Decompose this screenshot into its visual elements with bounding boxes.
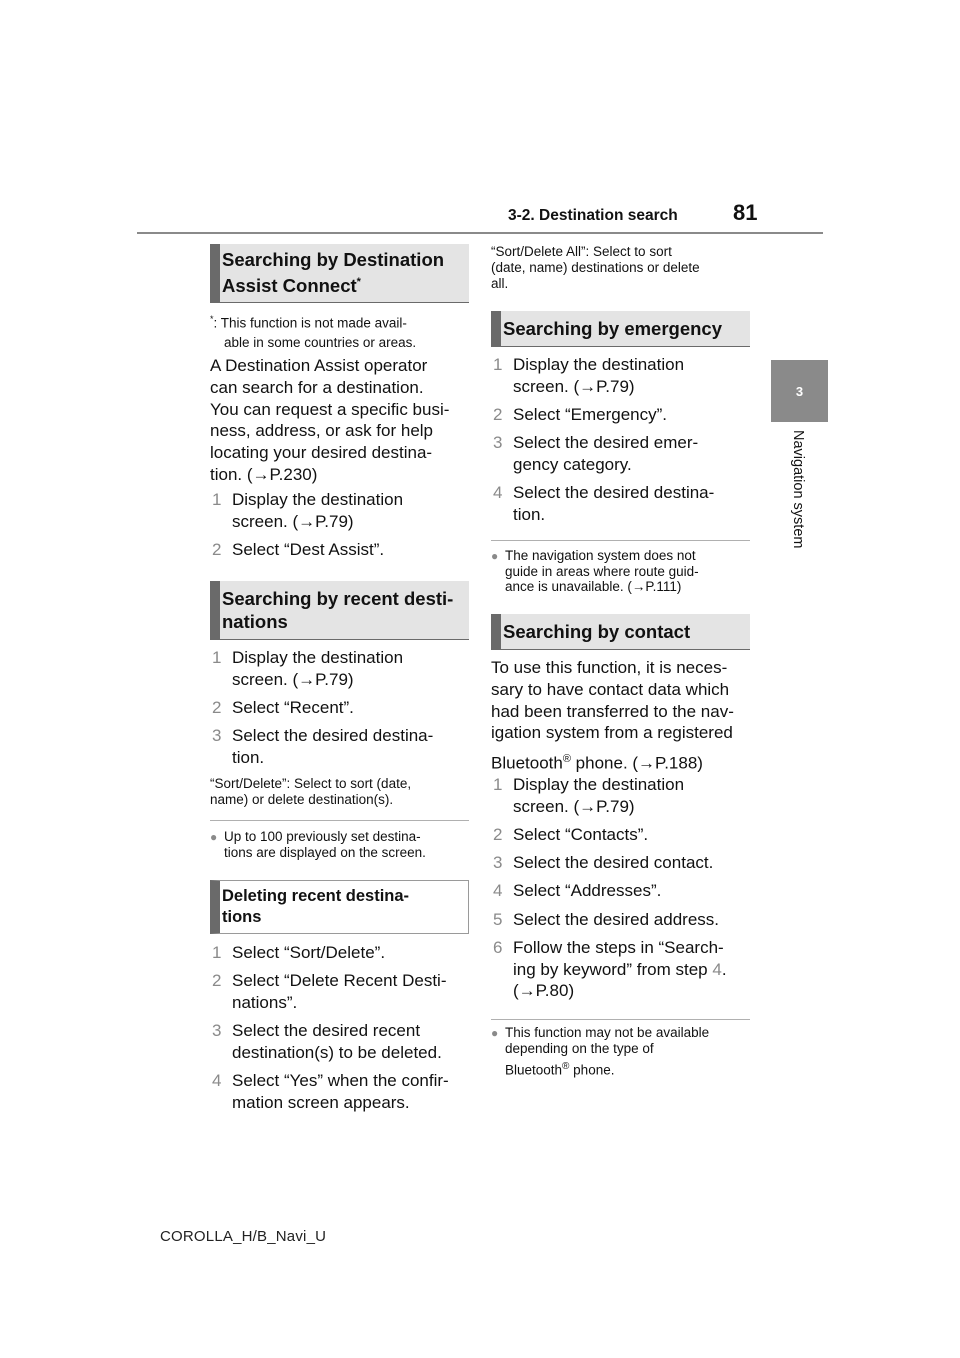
step-item: 2 Select “Recent”. — [212, 698, 354, 717]
step-reference: 4 — [712, 959, 722, 979]
document-footer: COROLLA_H/B_Navi_U — [160, 1228, 327, 1245]
step-item: 4 Select “Yes” when the confir-mation sc… — [212, 1071, 449, 1112]
step-item: 2 Select “Delete Recent Desti-nations”. — [212, 971, 447, 1012]
step-item: 3 Select the desired emer-gency category… — [493, 433, 699, 474]
heading-line-2: Assist Connect* — [222, 275, 361, 297]
heading-line-1: Searching by Destination — [222, 249, 445, 271]
step-item: 2 Select “Dest Assist”. — [212, 540, 385, 559]
note-divider — [491, 1019, 750, 1020]
chapter-label: Navigation system — [790, 430, 806, 549]
step-item: 4 Select “Addresses”. — [493, 881, 662, 900]
step-item: 1 Select “Sort/Delete”. — [212, 943, 386, 962]
note-divider — [491, 540, 750, 541]
section-title: 3-2. Destination search — [508, 207, 678, 224]
chapter-tab: 3 — [771, 360, 828, 422]
sort-delete-note: “Sort/Delete”: Select to sort (date, nam… — [210, 776, 412, 807]
heading-emergency: Searching by emergency — [491, 311, 750, 347]
heading-recent-destinations: Searching by recent desti- nations — [210, 581, 469, 640]
sort-delete-all-note: “Sort/Delete All”: Select to sort (date,… — [491, 244, 700, 291]
heading-contact: Searching by contact — [491, 614, 750, 650]
step-item: 2 Select “Emergency”. — [493, 405, 667, 424]
bullet-icon: ● — [210, 830, 218, 844]
step-item: 3 Select the desired contact. — [493, 853, 714, 872]
info-note: ● The navigation system does not guide i… — [491, 548, 699, 594]
page-number: 81 — [733, 200, 758, 225]
bullet-icon: ● — [491, 1026, 499, 1040]
heading-destination-assist: Searching by Destination Assist Connect* — [210, 244, 469, 303]
header-rule — [137, 232, 823, 234]
heading-deleting-recent: Deleting recent destina- tions — [210, 880, 469, 934]
contact-intro: To use this function, it is neces- sary … — [491, 658, 734, 773]
step-item: 2 Select “Contacts”. — [493, 825, 649, 844]
bullet-icon: ● — [491, 549, 499, 563]
step-item: 5 Select the desired address. — [493, 910, 720, 929]
step-item: 6 Follow the steps in “Search- ing by ke… — [493, 938, 727, 1000]
note-divider — [210, 820, 469, 821]
intro-paragraph: A Destination Assist operator can search… — [210, 356, 450, 484]
step-item: 3 Select the desired destina-tion. — [212, 726, 434, 767]
info-note: ● Up to 100 previously set destina- tion… — [210, 829, 426, 860]
info-note: ● This function may not be available dep… — [491, 1025, 710, 1078]
footnote: *: This function is not made avail- able… — [210, 314, 417, 350]
step-item: 4 Select the desired destina-tion. — [493, 483, 715, 524]
